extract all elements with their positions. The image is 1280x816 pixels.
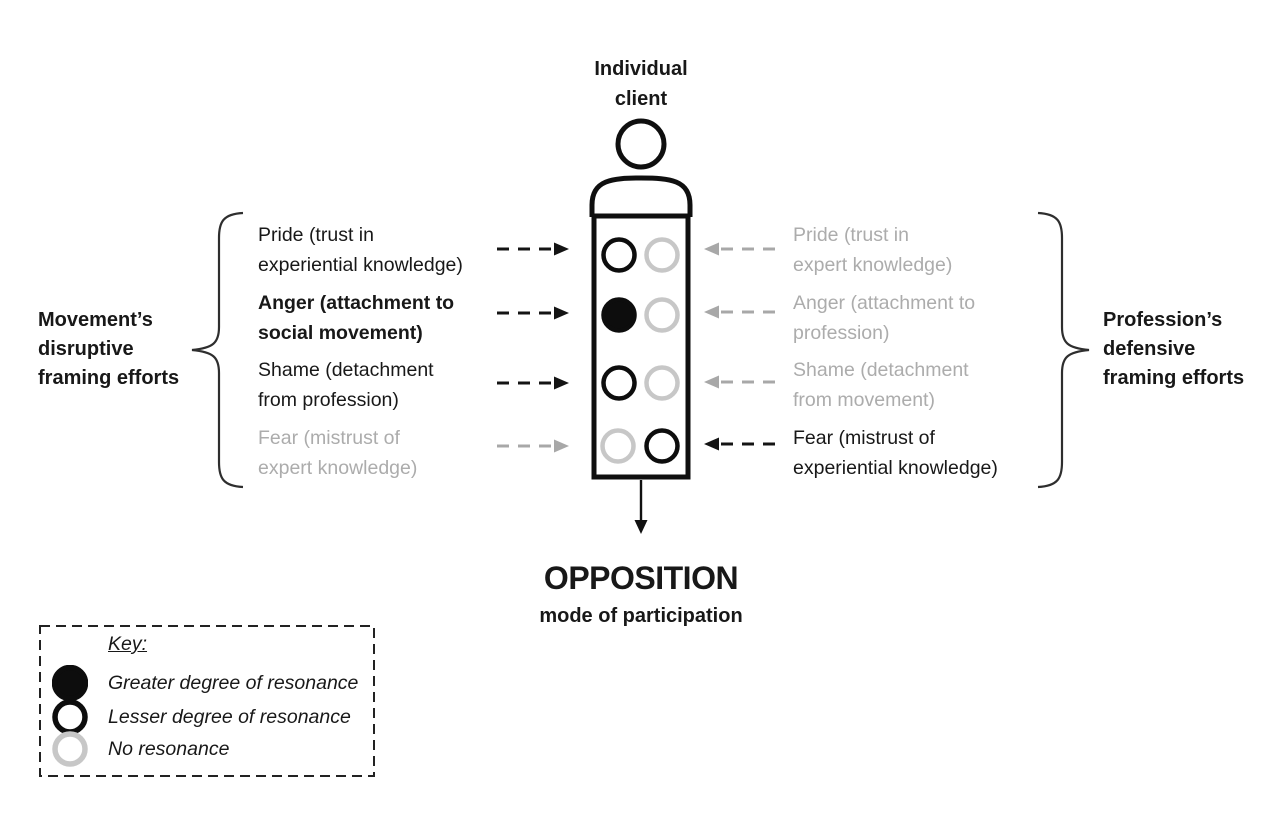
- resonance-dot-row4-right: [644, 428, 680, 464]
- label-line: from movement): [793, 389, 935, 411]
- legend-border: [39, 625, 375, 777]
- label-line: Anger (attachment to: [258, 292, 455, 314]
- client-label-line: Individual: [594, 58, 688, 80]
- label-line: profession): [793, 322, 890, 344]
- label-line: Fear (mistrust of: [793, 427, 935, 449]
- resonance-dot-row1-right: [644, 237, 680, 273]
- legend-label: Greater degree of resonance: [108, 671, 359, 694]
- label-line: experiential knowledge): [793, 457, 998, 479]
- lesser-resonance-icon: [52, 699, 88, 735]
- outcome-arrow-icon: [634, 480, 648, 534]
- title-line: Profession’s: [1103, 309, 1223, 331]
- resonance-dot-row3-left: [601, 365, 637, 401]
- profession-label-anger: Anger (attachment to profession): [793, 288, 1078, 348]
- label-line: Pride (trust in: [793, 224, 909, 246]
- profession-arrow-row3-icon: [704, 375, 775, 389]
- label-line: Shame (detachment: [793, 359, 969, 381]
- label-line: social movement): [258, 322, 423, 344]
- outcome-block: OPPOSITION mode of participation: [441, 561, 841, 628]
- client-label-line: client: [614, 88, 668, 110]
- profession-arrow-row1-icon: [704, 242, 775, 256]
- individual-client-label: Individual client: [541, 54, 741, 114]
- outcome-title: OPPOSITION: [543, 560, 739, 596]
- profession-arrow-row2-icon: [704, 305, 775, 319]
- profession-framing-title: Profession’s defensive framing efforts: [1103, 306, 1280, 393]
- resonance-dot-row4-left: [600, 428, 636, 464]
- resonance-matrix: [600, 237, 680, 464]
- legend-label: No resonance: [108, 737, 230, 760]
- legend-title: Key:: [108, 633, 148, 655]
- profession-label-shame: Shame (detachment from movement): [793, 355, 1078, 415]
- left-brace-icon: [191, 211, 244, 489]
- profession-arrow-row4-icon: [704, 437, 775, 451]
- movement-arrow-row3-icon: [497, 376, 569, 390]
- profession-label-pride: Pride (trust in expert knowledge): [793, 220, 1078, 280]
- label-line: Fear (mistrust of: [258, 427, 400, 449]
- title-line: framing efforts: [38, 367, 180, 389]
- label-line: expert knowledge): [793, 254, 953, 276]
- title-line: Movement’s: [38, 309, 153, 331]
- person-shoulders-icon: [589, 175, 693, 217]
- title-line: framing efforts: [1103, 367, 1245, 389]
- legend-label: Lesser degree of resonance: [108, 705, 351, 728]
- right-brace-icon: [1037, 211, 1090, 489]
- legend-box: Key: Greater degree of resonance Lesser …: [39, 625, 375, 777]
- person-head-icon: [615, 118, 667, 170]
- movement-label-anger: Anger (attachment to social movement): [258, 288, 508, 348]
- label-line: experiential knowledge): [258, 254, 463, 276]
- movement-framing-title: Movement’s disruptive framing efforts: [38, 306, 218, 393]
- title-line: disruptive: [38, 338, 134, 360]
- resonance-dot-row2-left: [601, 297, 637, 333]
- legend-entry-lesser: Lesser degree of resonance: [52, 699, 351, 735]
- label-line: Pride (trust in: [258, 224, 374, 246]
- title-line: defensive: [1103, 338, 1196, 360]
- person-icon: [589, 118, 693, 217]
- movement-arrow-row1-icon: [497, 242, 569, 256]
- resonance-dot-row2-right: [644, 297, 680, 333]
- label-line: expert knowledge): [258, 457, 418, 479]
- movement-arrow-row4-icon: [497, 439, 569, 453]
- resonance-dot-row1-left: [601, 237, 637, 273]
- legend-entry-greater: Greater degree of resonance: [52, 665, 358, 701]
- label-line: Anger (attachment to: [793, 292, 976, 314]
- greater-resonance-icon: [52, 665, 88, 701]
- legend-entry-none: No resonance: [52, 731, 229, 767]
- resonance-dot-row3-right: [644, 365, 680, 401]
- outcome-subtitle: mode of participation: [539, 605, 743, 627]
- profession-label-fear: Fear (mistrust of experiential knowledge…: [793, 423, 1078, 483]
- label-line: Shame (detachment: [258, 359, 434, 381]
- label-line: from profession): [258, 389, 399, 411]
- no-resonance-icon: [52, 731, 88, 767]
- movement-arrow-row2-icon: [497, 306, 569, 320]
- movement-label-shame: Shame (detachment from profession): [258, 355, 508, 415]
- movement-label-pride: Pride (trust in experiential knowledge): [258, 220, 508, 280]
- movement-label-fear: Fear (mistrust of expert knowledge): [258, 423, 508, 483]
